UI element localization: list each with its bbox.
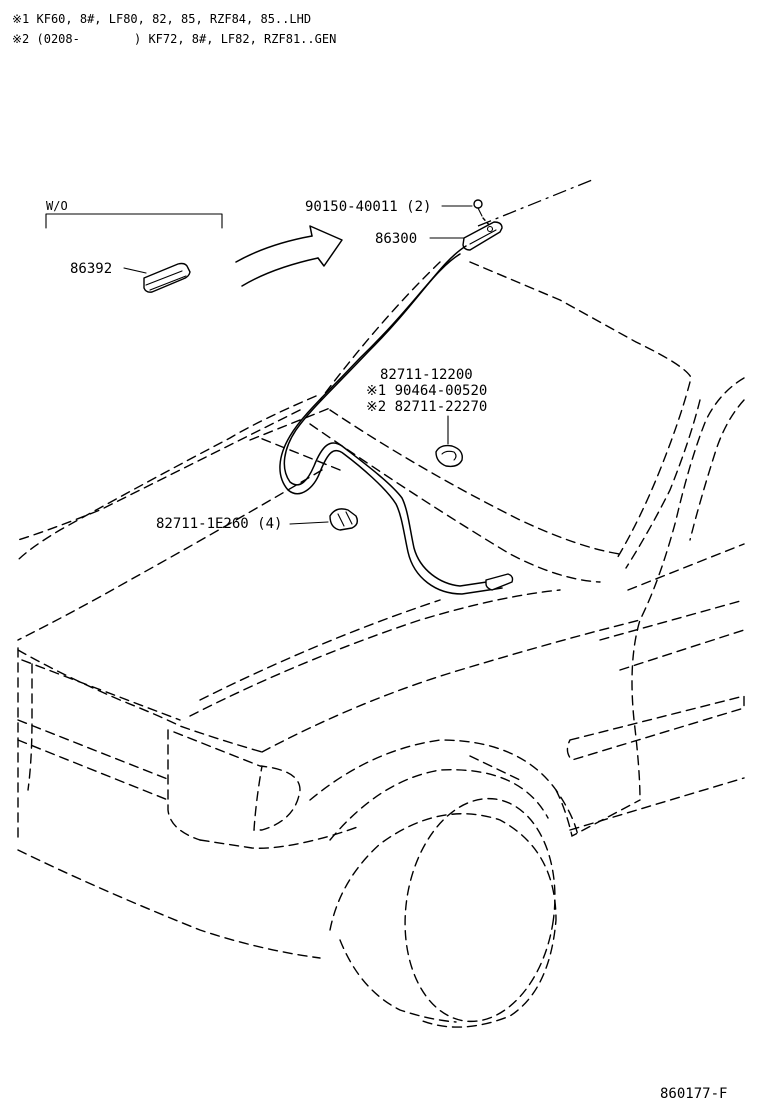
leader-clip [289, 521, 329, 525]
center-line [477, 179, 593, 227]
label-86300: 86300 [375, 231, 417, 247]
label-86392: 86392 [70, 261, 112, 277]
note-gen-end: ) KF72, 8#, LF82, RZF81..GEN [134, 32, 336, 46]
label-90464: ※1 90464-00520 [366, 383, 487, 399]
note-lhd: ※1 KF60, 8#, LF80, 82, 85, RZF84, 85..LH… [12, 12, 311, 26]
arrow-icon [235, 225, 343, 287]
note-gen-start: ※2 (0208- [12, 32, 80, 46]
leader-86392 [123, 267, 147, 274]
label-82711-22270: ※2 82711-22270 [366, 399, 487, 415]
label-90150: 90150-40011 (2) [305, 199, 431, 215]
cover-part-icon [143, 262, 191, 293]
label-82711-12200: 82711-12200 [380, 367, 473, 383]
clamp-icon [435, 444, 463, 468]
washer-hose [279, 245, 514, 595]
washer-nozzle-icon [462, 221, 503, 251]
vehicle-outline [17, 261, 745, 1028]
variant-bracket [45, 213, 223, 229]
label-82711-1E260: 82711-1E260 (4) [156, 516, 282, 532]
clip-icon [329, 508, 359, 531]
diagram-code: 860177-F [660, 1086, 727, 1102]
variant-label: W/O [46, 199, 68, 213]
